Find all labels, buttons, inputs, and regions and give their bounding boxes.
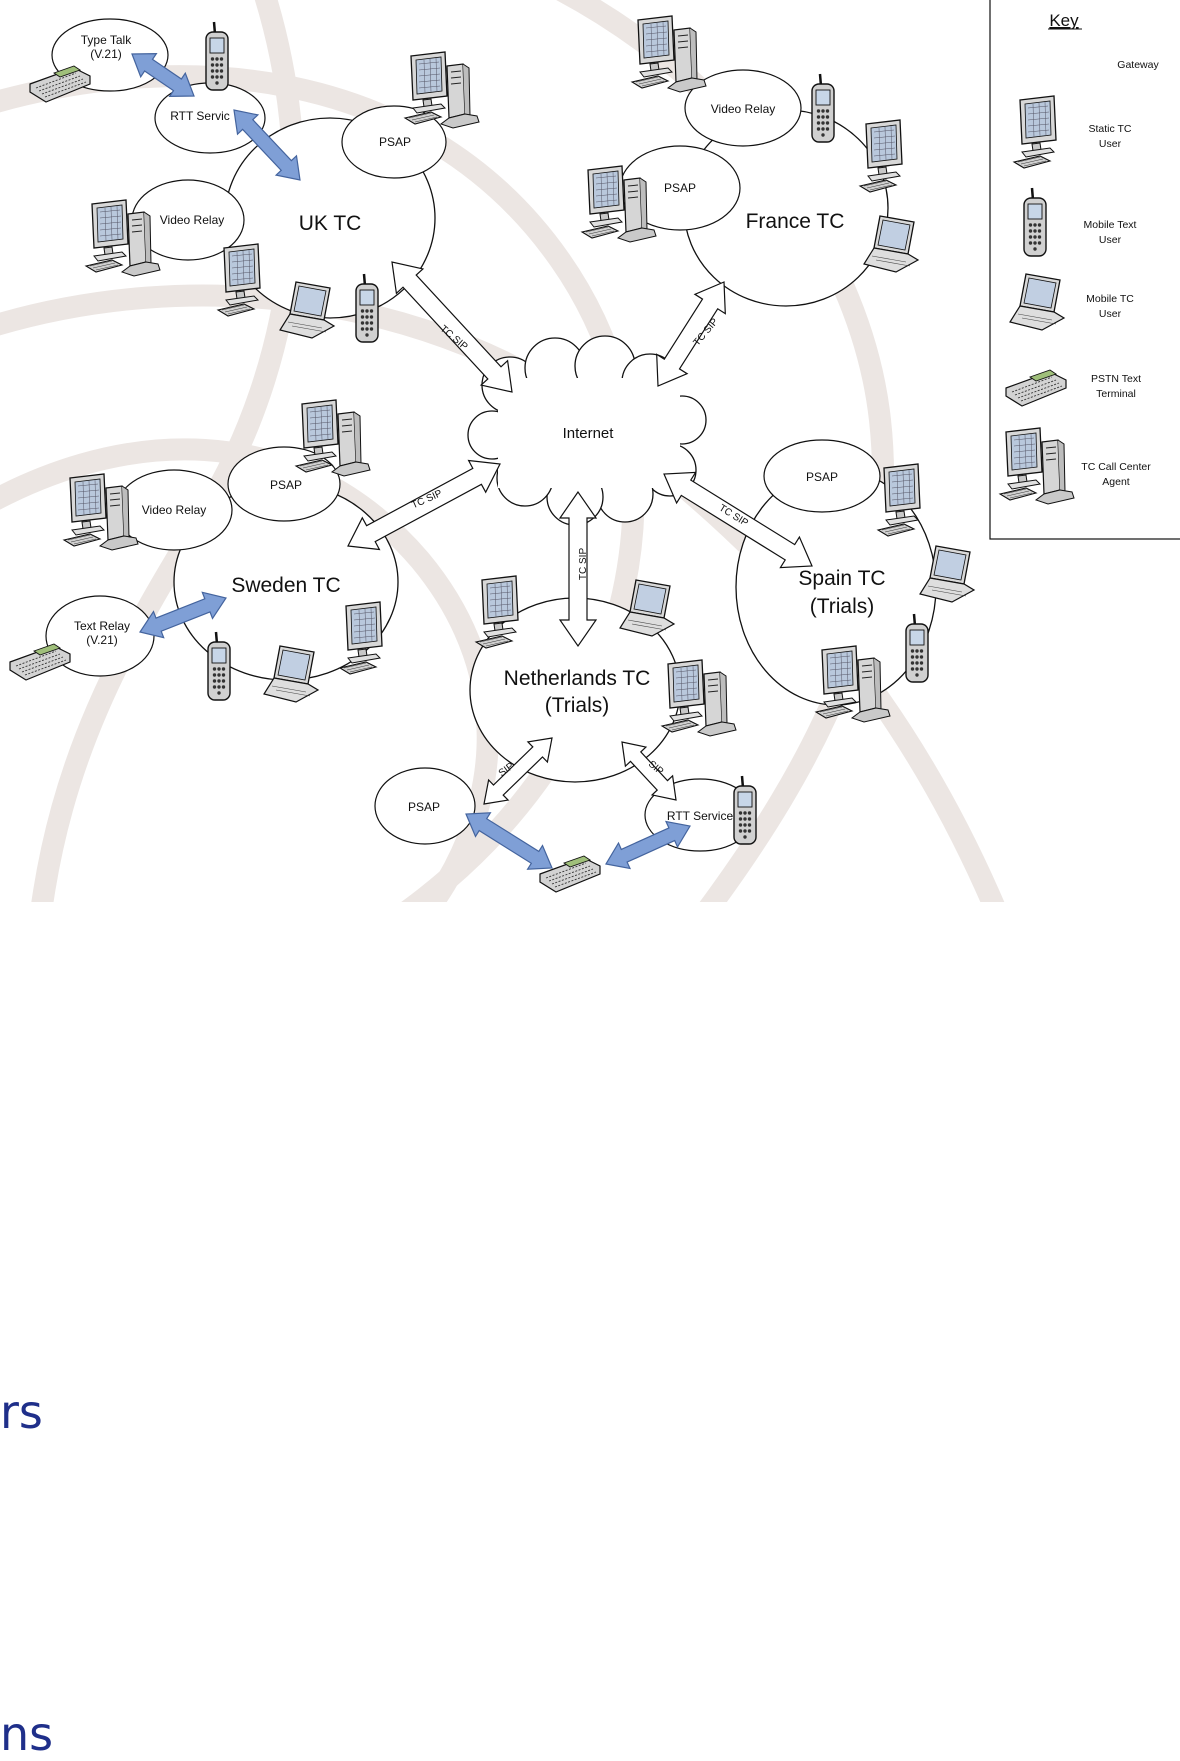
legend-mobile-text-label-2: User <box>1099 234 1122 246</box>
type-talk-label: Type Talk <box>81 33 132 47</box>
mobile-text-phone-icon <box>732 774 758 846</box>
slide-edge-fragment-2: ns <box>0 1707 54 1761</box>
pstn-terminal-icon <box>29 65 91 103</box>
labels: UK TC France TC Sweden TC Spain TC (Tria… <box>74 33 886 823</box>
text-relay-protocol-label: (V.21) <box>86 633 118 647</box>
legend-mobile-tc-label: Mobile TC <box>1086 293 1134 305</box>
call-center-agent-icon <box>632 16 706 92</box>
call-center-agent-icon <box>64 474 138 550</box>
gateway-arrow-typetalk-phone <box>131 52 195 98</box>
spain-tc-label: Spain TC <box>798 567 885 590</box>
legend-pstn-label: PSTN Text <box>1091 373 1141 385</box>
netherlands-tc-label: Netherlands TC <box>504 667 651 690</box>
uk-tc-label: UK TC <box>299 212 362 235</box>
call-center-agent-icon <box>405 52 479 128</box>
france-video-relay-node <box>684 69 802 147</box>
uk-psap-label: PSAP <box>379 135 411 149</box>
france-tc-label: France TC <box>746 210 845 233</box>
legend-mobile-tc-label-2: User <box>1099 308 1122 320</box>
netherlands-rtt-service-label: RTT Service <box>667 809 734 823</box>
tc-sip-links <box>347 261 813 805</box>
mobile-text-phone-icon <box>204 20 230 92</box>
legend-title: Key <box>1049 11 1079 30</box>
legend-gateway-label: Gateway <box>1117 59 1159 71</box>
sweden-psap-label: PSAP <box>270 478 302 492</box>
text-relay-label: Text Relay <box>74 619 130 633</box>
network-diagram: UK TC France TC Sweden TC Spain TC (Tria… <box>0 0 1180 940</box>
mobile-text-phone-icon <box>810 72 836 144</box>
tc-sip-arrow-france <box>656 281 726 387</box>
legend-mobile-text-label: Mobile Text <box>1084 219 1137 231</box>
gateway-arrow-nl-psap <box>465 812 553 870</box>
internet-cloud-fill <box>498 378 680 488</box>
sweden-video-relay-label: Video Relay <box>142 503 207 517</box>
netherlands-psap-label: PSAP <box>408 800 440 814</box>
spain-psap-node <box>763 439 881 513</box>
legend-static-tc-label: Static TC <box>1089 123 1132 135</box>
gateway-arrow-text-relay <box>139 591 227 639</box>
spain-tc-trials-label: (Trials) <box>810 595 875 618</box>
type-talk-protocol-label: (V.21) <box>90 47 122 61</box>
legend-agent-label-2: Agent <box>1102 476 1130 488</box>
gateway-arrow-nl-rtt <box>605 820 691 870</box>
tc-sip-arrow-spain <box>663 471 813 569</box>
legend-agent-label: TC Call Center <box>1081 461 1151 473</box>
netherlands-tc-trials-label: (Trials) <box>545 694 610 717</box>
tc-sip-arrow-sweden <box>347 459 501 551</box>
legend-pstn-label-2: Terminal <box>1096 388 1136 400</box>
gateway-arrow-rtt-uk <box>233 109 301 181</box>
uk-psap-node <box>341 105 447 179</box>
gateway-links <box>131 45 1102 870</box>
uk-rtt-service-label: RTT Servic <box>170 109 230 123</box>
pstn-terminal-icon <box>9 643 71 681</box>
netherlands-psap-node <box>374 767 476 845</box>
call-center-agent-icon <box>662 660 736 736</box>
slide-edge-fragment-1: rs <box>0 1385 43 1439</box>
france-video-relay-label: Video Relay <box>711 102 776 116</box>
legend-key: Key Gateway Static TC User Mobile Text U… <box>989 0 1180 540</box>
france-psap-label: PSAP <box>664 181 696 195</box>
text-relay-node <box>45 595 155 677</box>
netherlands-tc-sip-label: TC SIP <box>578 548 589 581</box>
tc-sip-arrow-netherlands <box>558 490 598 648</box>
call-center-agent-icon <box>296 400 370 476</box>
service-ellipses <box>45 18 881 852</box>
sip-arrow-netherlands-psap <box>483 737 553 805</box>
sweden-tc-label: Sweden TC <box>231 574 340 597</box>
tc-sip-arrow-uk <box>391 261 513 393</box>
uk-video-relay-label: Video Relay <box>160 213 225 227</box>
internet-label: Internet <box>563 425 615 442</box>
sip-arrow-netherlands-rtt <box>621 741 677 801</box>
spain-psap-label: PSAP <box>806 470 838 484</box>
legend-static-tc-label-2: User <box>1099 138 1122 150</box>
